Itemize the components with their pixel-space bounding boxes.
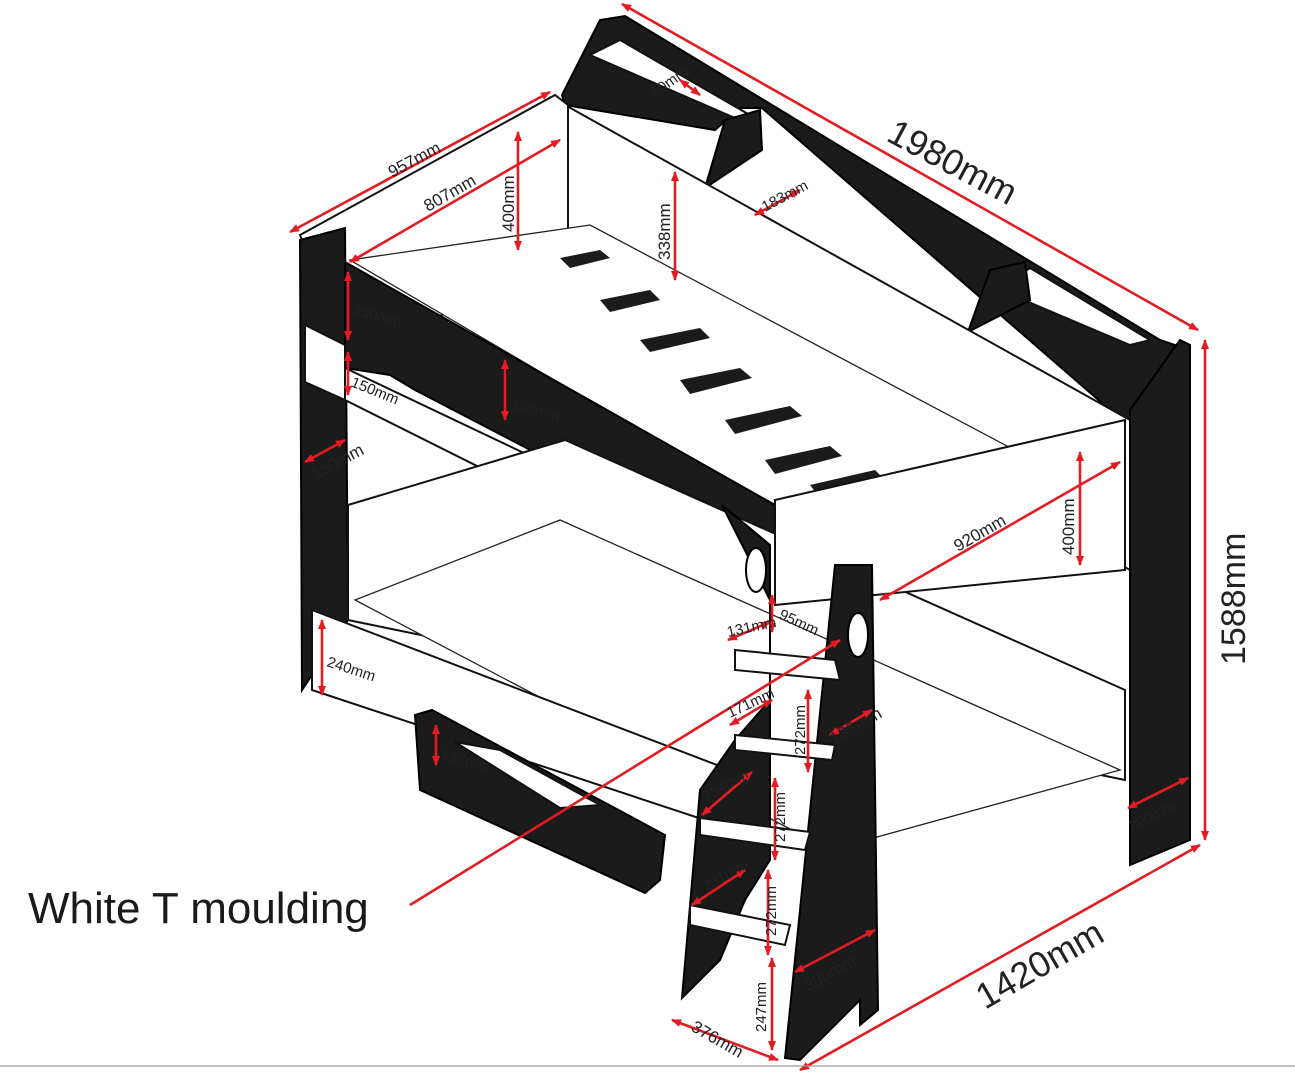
bed-structure <box>298 14 1191 1062</box>
dim-guard-height-right: 400mm <box>1059 498 1078 555</box>
dimension-lines <box>289 2 1209 1072</box>
dim-ladder-foot-rise: 247mm <box>753 982 770 1032</box>
dim-shelf-width: 183mm <box>759 177 811 215</box>
dim-ladder-foot-depth: 376mm <box>688 1017 747 1062</box>
dim-height-total: 1588mm <box>1215 533 1253 665</box>
dim-step-3-rise: 272mm <box>772 792 789 842</box>
dim-guard-top: 400mm <box>499 175 518 232</box>
dim-step-2-rise: 272mm <box>792 705 809 755</box>
dim-step-4-rise: 272mm <box>763 886 780 936</box>
callout-white-t-moulding: White T moulding <box>28 884 369 933</box>
dim-headboard-gap: 338mm <box>655 203 674 260</box>
rear-right-post <box>1129 338 1191 867</box>
